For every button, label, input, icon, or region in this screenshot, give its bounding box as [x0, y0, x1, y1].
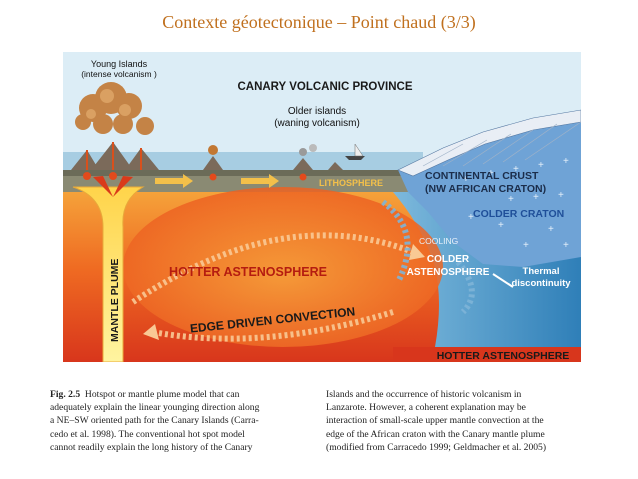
caption-left-line-1: Fig. 2.5 Hotspot or mantle plume model t…: [50, 389, 240, 400]
caption-right-line-5: (modified from Carracedo 1999; Geldmache…: [326, 441, 547, 453]
svg-text:+: +: [563, 156, 569, 167]
label-craton: (NW AFRICAN CRATON): [425, 183, 546, 195]
caption-right-line-1: Islands and the occurrence of historic v…: [326, 389, 522, 400]
svg-text:+: +: [508, 194, 514, 205]
label-continental-crust: CONTINENTAL CRUST: [425, 170, 539, 182]
label-colder-craton: COLDER CRATON: [473, 208, 564, 220]
svg-text:+: +: [488, 168, 494, 179]
caption-left-line-2: adequately explain the linear younging d…: [50, 402, 260, 414]
label-province: CANARY VOLCANIC PROVINCE: [237, 81, 412, 93]
caption-right: Islands and the occurrence of historic v…: [326, 388, 594, 454]
label-older-islands-sub: (waning volcanism): [274, 118, 360, 129]
label-older-islands: Older islands: [288, 106, 346, 117]
svg-text:+: +: [563, 240, 569, 251]
label-cooling: COOLING: [419, 236, 458, 246]
label-thermal: Thermal: [523, 266, 560, 277]
caption-left-line-3: a NE–SW oriented path for the Canary Isl…: [50, 415, 259, 427]
figure-label: Fig. 2.5: [50, 389, 81, 400]
label-colder: COLDER: [427, 254, 470, 265]
label-lithosphere: LITHOSPHERE: [319, 178, 383, 188]
svg-text:+: +: [548, 224, 554, 235]
svg-text:+: +: [533, 192, 539, 203]
svg-text:+: +: [498, 220, 504, 231]
thermal-arrow: [492, 273, 514, 288]
svg-text:+: +: [538, 160, 544, 171]
caption-left-line-5: cannot readily explain the long history …: [50, 441, 253, 453]
caption-left-line-4: cedo et al. 1998). The conventional hot …: [50, 428, 245, 440]
convection-cell: [123, 187, 443, 347]
plate-motion-arrows: [155, 174, 279, 188]
label-colder-asthenosphere: ASTENOSPHERE: [407, 267, 490, 278]
caption-right-line-4: edge of the African craton with the Cana…: [326, 428, 545, 440]
label-hotter-asthenosphere-bottom: HOTTER ASTENOSPHERE: [437, 350, 570, 362]
older-island-2: [293, 158, 313, 170]
mantle-plume: [72, 186, 145, 362]
young-volcano-1: [71, 150, 99, 170]
older-island-1: [203, 156, 223, 170]
caption-right-line-3: interaction of small-scale upper mantle …: [326, 415, 544, 427]
diagram-svg: + + + + + + + + + + + + +: [63, 52, 581, 362]
label-mantle-plume: MANTLE PLUME: [109, 259, 121, 342]
svg-text:+: +: [558, 190, 564, 201]
caption-left: Fig. 2.5 Hotspot or mantle plume model t…: [50, 388, 318, 454]
label-discontinuity: discontinuity: [511, 278, 571, 289]
svg-text:+: +: [523, 240, 529, 251]
svg-text:+: +: [513, 164, 519, 175]
label-young-islands: Young Islands: [91, 59, 148, 69]
slide-title: Contexte géotectonique – Point chaud (3/…: [162, 12, 476, 32]
ship-icon: [345, 143, 365, 160]
hotspot-diagram: + + + + + + + + + + + + +: [63, 52, 581, 362]
svg-text:+: +: [468, 212, 474, 223]
caption-right-line-2: Lanzarote. However, a coherent explanati…: [326, 402, 526, 414]
label-young-islands-sub: (intense volcanism ): [81, 69, 157, 79]
label-hotter-asthenosphere: HOTTER ASTENOSPHERE: [169, 265, 327, 279]
svg-text:+: +: [463, 174, 469, 185]
